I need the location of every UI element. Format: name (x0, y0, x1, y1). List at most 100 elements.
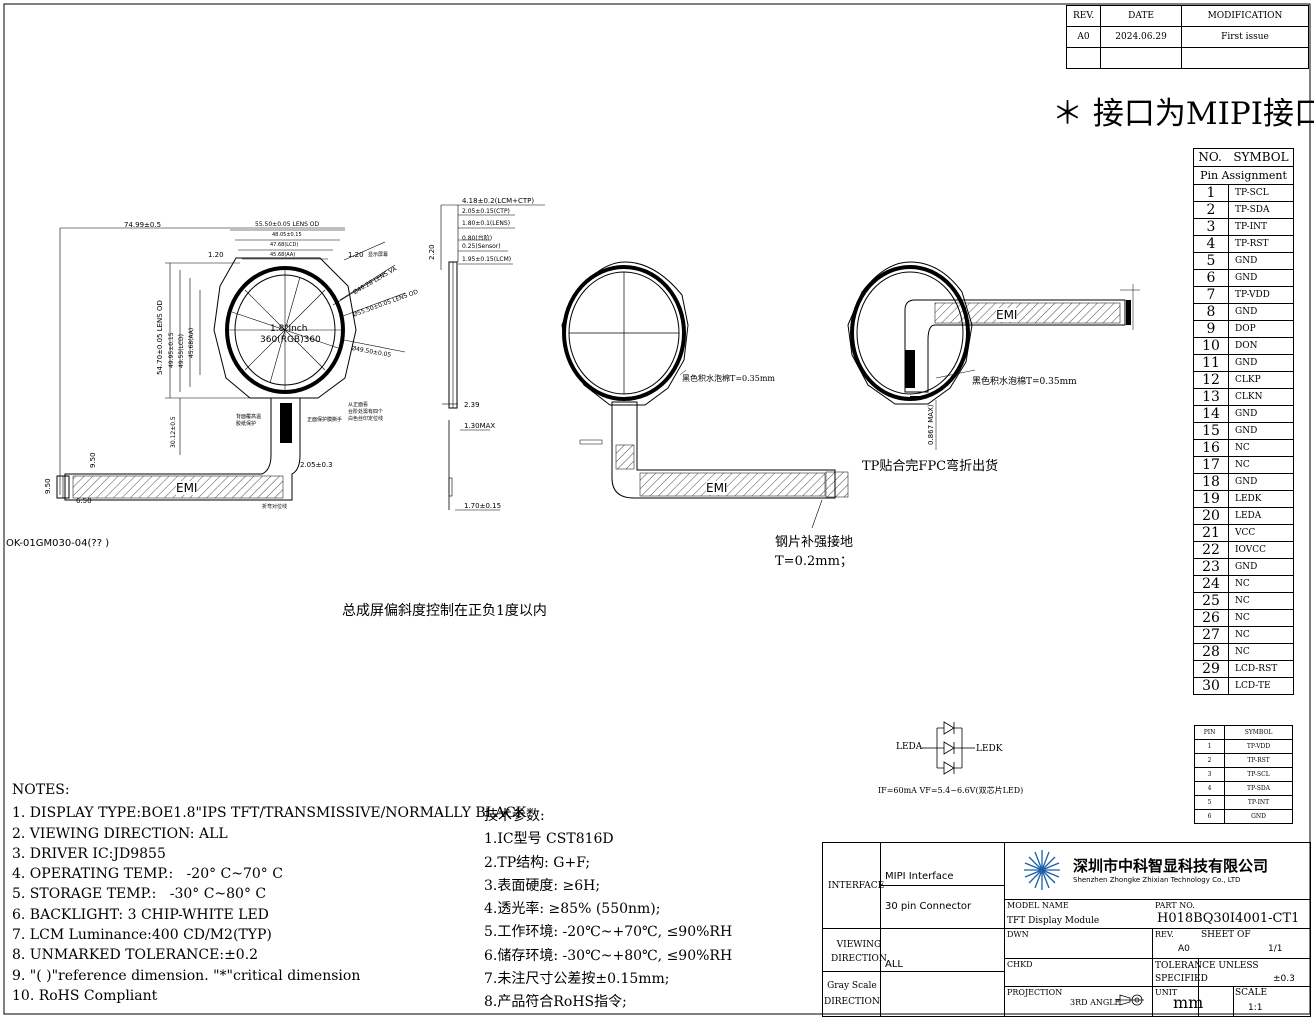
dim-aa-h: 45.68(AA) (188, 327, 195, 358)
pin-symbol: GND (1228, 354, 1294, 372)
tp-pin-symbol: TP-VDD (1224, 739, 1293, 754)
tp-pin-pin: 2 (1193, 753, 1226, 768)
pin-number: 11 (1193, 354, 1229, 372)
tp-pin-symbol: TP-SDA (1224, 781, 1293, 796)
pin-header-no: NO. (1198, 150, 1222, 164)
led-circuit (922, 721, 975, 775)
note-item: 5. STORAGE TEMP.: -30° C~80° C (12, 886, 267, 903)
front-emi-label: EMI (176, 481, 198, 495)
tech-item: 5.工作环境: -20℃~+70℃, ≤90%RH (484, 924, 733, 941)
pin-number: 27 (1193, 626, 1229, 644)
pin-number: 4 (1193, 235, 1229, 253)
back2-emi-label: EMI (996, 308, 1018, 322)
rev-cell: A0 (1065, 26, 1102, 48)
ann-back: 背面覆高温 胶纸保护 (236, 414, 262, 427)
side-dim: 1.80±0.1(LENS) (462, 220, 511, 227)
tp-pin-pin: 5 (1193, 795, 1226, 810)
tp-pin-pin: 1 (1193, 739, 1226, 754)
tb-projection: 3RD ANGLE (1070, 998, 1121, 1007)
dim-aa: 45.68(AA) (270, 252, 296, 258)
tp-pin-pin: 4 (1193, 781, 1226, 796)
side-dim: 0.80(台阶) (462, 235, 493, 242)
tb-viewing-value: ALL (885, 959, 903, 970)
tb-tol: ±0.3 (1273, 974, 1295, 984)
tb-part-no-label: PART NO. (1155, 901, 1195, 910)
tp-symbol-header: SYMBOL (1224, 725, 1293, 740)
rev-cell: First issue (1181, 26, 1309, 48)
pin-number: 5 (1193, 252, 1229, 270)
side-dim-170: 1.70±0.15 (464, 502, 502, 510)
pin-number: 25 (1193, 592, 1229, 610)
tb-unit-label: UNIT (1155, 988, 1178, 997)
pin-symbol: GND (1228, 405, 1294, 423)
interface-note: ＊ 接口为MIPI接口 (1052, 96, 1314, 132)
tp-pin-symbol: GND (1224, 809, 1293, 824)
ann-front: 正面保护膜撕手 (307, 417, 343, 423)
tech-item: 4.透光率: ≥85% (550nm); (484, 901, 661, 918)
side-dim: 0.25(Sensor) (462, 243, 501, 250)
led-spec: IF=60mA VF=5.4~6.6V(双芯片LED) (878, 786, 1024, 795)
notes-list: 1. DISPLAY TYPE:BOE1.8"IPS TFT/TRANSMISS… (12, 803, 526, 1006)
pin-number: 17 (1193, 456, 1229, 474)
tb-tol-label: TOLERANCE UNLESS SPECIFIED (1155, 961, 1259, 984)
pin-symbol: NC (1228, 609, 1294, 627)
pin-symbol: GND (1228, 473, 1294, 491)
pin-symbol: TP-INT (1228, 218, 1294, 236)
notes-title: NOTES: (12, 782, 70, 798)
pin-number: 21 (1193, 524, 1229, 542)
tb-model-name: TFT Display Module (1007, 916, 1100, 926)
pin-symbol: GND (1228, 269, 1294, 287)
side-dim-239: 2.39 (464, 401, 480, 409)
rev-header-mod: MODIFICATION (1181, 5, 1309, 27)
back-view-2 (847, 261, 1140, 450)
tp-pin-symbol: TP-SCL (1224, 767, 1293, 782)
dim-left-120: 1.20 (208, 251, 224, 259)
pin-table-subheader: Pin Assignment (1193, 166, 1294, 185)
tb-company-cn: 深圳市中科智显科技有限公司 (1073, 857, 1269, 875)
note-item: 4. OPERATING TEMP.: -20° C~70° C (12, 866, 283, 883)
center-text-1: 1.8"Inch (270, 324, 308, 334)
pin-symbol: TP-SCL (1228, 184, 1294, 202)
ann-bend: 折弯对位线 (262, 504, 288, 510)
tech-item: 1.IC型号 CST816D (484, 831, 614, 848)
rev-header-date: DATE (1100, 5, 1182, 27)
side-view (440, 204, 545, 511)
pin-symbol: TP-SDA (1228, 201, 1294, 219)
pin-number: 30 (1193, 677, 1229, 695)
dim-lcd-h: 49.55(LCD) (178, 333, 185, 368)
pin-number: 8 (1193, 303, 1229, 321)
back2-bend: TP贴合完FPC弯折出货 (862, 459, 999, 474)
side-dim-220: 2.20 (428, 244, 436, 260)
tech-item: 6.储存环境: -30℃~+80℃, ≤90%RH (484, 947, 733, 964)
title-block: INTERFACE MIPI Interface 30 pin Connecto… (822, 842, 1311, 1017)
tb-dwn-label: DWN (1007, 930, 1029, 939)
note-item: 9. "( )"reference dimension. "*"critical… (12, 967, 361, 984)
pin-symbol: LCD-RST (1228, 660, 1294, 678)
note-item: 1. DISPLAY TYPE:BOE1.8"IPS TFT/TRANSMISS… (12, 805, 527, 822)
pin-number: 6 (1193, 269, 1229, 287)
back2-max: 0.867 MAX) (927, 404, 935, 445)
pin-symbol: LCD-TE (1228, 677, 1294, 695)
pin-number: 26 (1193, 609, 1229, 627)
